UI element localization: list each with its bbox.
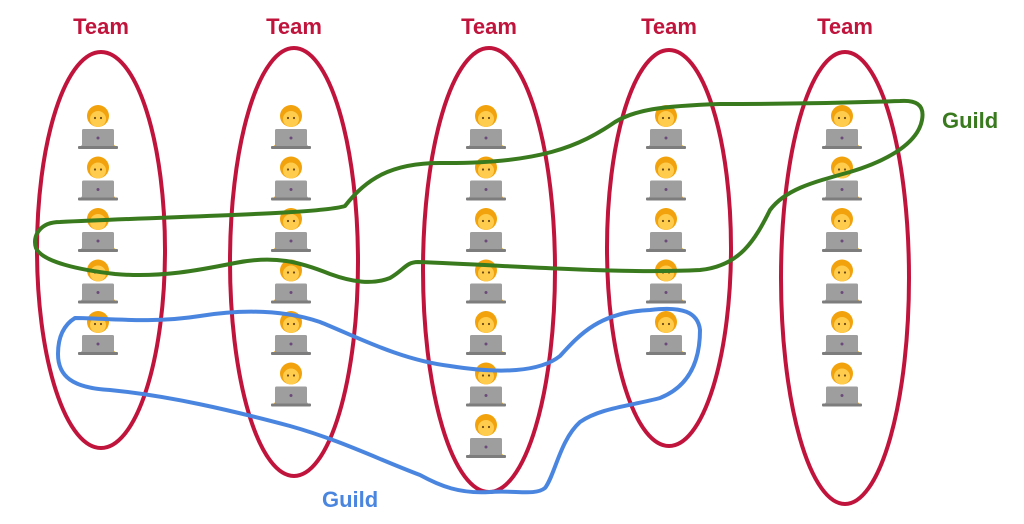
person-at-laptop-icon xyxy=(466,311,506,355)
blue-guild-outline xyxy=(56,306,702,495)
team-label-2: Team xyxy=(266,14,322,39)
person-at-laptop-icon xyxy=(646,311,686,355)
team-label-5: Team xyxy=(817,14,873,39)
team-ellipse-4 xyxy=(605,48,733,448)
person-at-laptop-icon xyxy=(646,156,686,201)
person-at-laptop-icon xyxy=(466,156,506,201)
person-at-laptop-icon xyxy=(271,362,311,407)
team-label-1: Team xyxy=(73,14,129,39)
team-label-4: Team xyxy=(641,14,697,39)
person-at-laptop-icon xyxy=(78,208,118,252)
person-at-laptop-icon xyxy=(646,208,686,252)
person-at-laptop-icon xyxy=(466,414,506,458)
person-at-laptop-icon xyxy=(466,259,506,304)
guild-label-blue: Guild xyxy=(322,487,378,512)
person-at-laptop-icon xyxy=(271,105,311,149)
person-at-laptop-icon xyxy=(271,156,311,201)
guild-label-green: Guild xyxy=(942,108,998,133)
person-at-laptop-icon xyxy=(271,311,311,355)
person-at-laptop-icon xyxy=(78,259,118,304)
person-at-laptop-icon xyxy=(271,259,311,304)
team-label-3: Team xyxy=(461,14,517,39)
person-at-laptop-icon xyxy=(466,208,506,252)
person-at-laptop-icon xyxy=(466,105,506,149)
person-at-laptop-icon xyxy=(822,311,862,355)
person-at-laptop-icon xyxy=(78,105,118,149)
green-guild-outline xyxy=(33,98,925,284)
person-at-laptop-icon xyxy=(646,105,686,149)
person-at-laptop-icon xyxy=(822,208,862,252)
team-ellipse-5 xyxy=(779,50,911,506)
person-at-laptop-icon xyxy=(78,156,118,201)
person-at-laptop-icon xyxy=(822,362,862,407)
person-at-laptop-icon xyxy=(822,259,862,304)
person-at-laptop-icon xyxy=(822,105,862,149)
person-at-laptop-icon xyxy=(646,259,686,304)
